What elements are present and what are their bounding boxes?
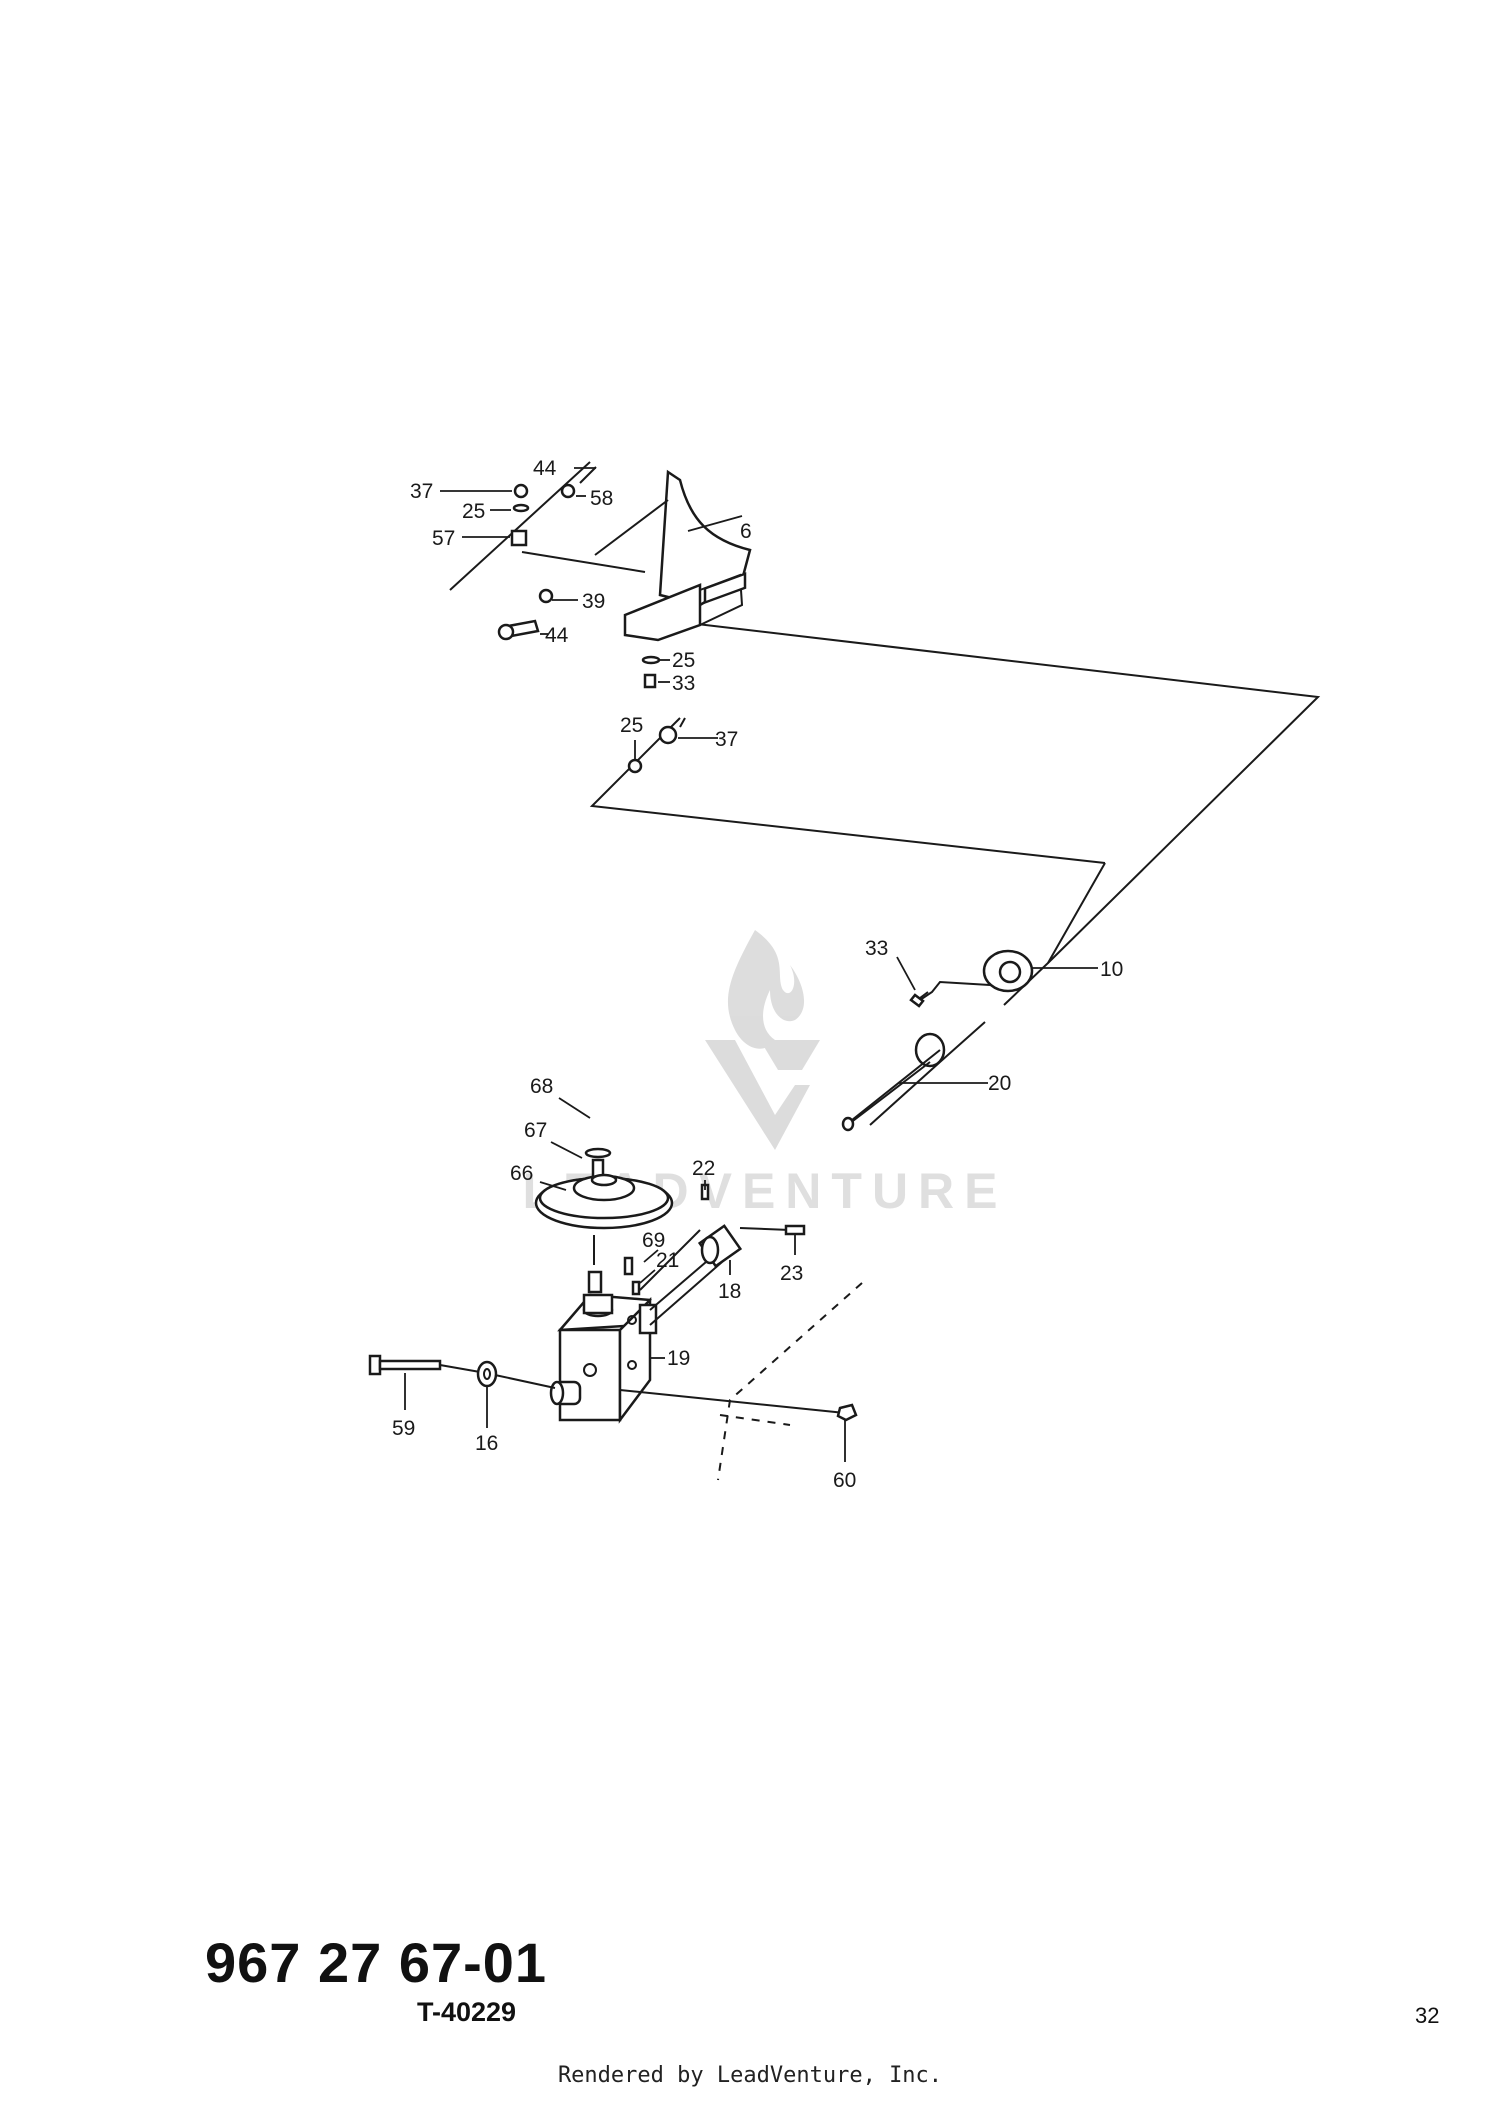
- callout-16: 16: [475, 1432, 498, 1455]
- callout-21: 21: [656, 1249, 679, 1272]
- callout-20: 20: [988, 1072, 1011, 1095]
- render-credit: Rendered by LeadVenture, Inc.: [557, 2063, 943, 2088]
- callout-68: 68: [530, 1075, 553, 1098]
- callout-37-low: 37: [715, 728, 738, 751]
- callout-33-top: 33: [672, 672, 695, 695]
- callout-19: 19: [667, 1347, 690, 1370]
- callout-39: 39: [582, 590, 605, 613]
- callout-44-top: 44: [533, 457, 557, 480]
- callout-59: 59: [392, 1417, 415, 1440]
- bolt-washer-nut: [368, 1282, 863, 1481]
- callout-22: 22: [692, 1157, 715, 1180]
- drawing-id: T-40229: [417, 1997, 517, 2027]
- rod-components: [841, 949, 1034, 1132]
- top-fasteners: [449, 461, 686, 774]
- callout-25-low: 25: [620, 714, 643, 737]
- gearbox-assembly: [534, 1147, 806, 1424]
- upper-bracket: [521, 469, 752, 642]
- callout-60: 60: [833, 1469, 856, 1492]
- callouts: 44 37 58 25 6 57 39 44 25 33 25 37 33 10…: [392, 457, 1123, 1492]
- control-rod: [589, 621, 1321, 1291]
- part-number: 967 27 67-01: [205, 1931, 548, 1994]
- page-number: 32: [1415, 2003, 1440, 2028]
- callout-58: 58: [590, 487, 613, 510]
- callout-57: 57: [432, 527, 455, 550]
- callout-44-mid: 44: [545, 624, 569, 647]
- callout-37-top: 37: [410, 480, 433, 503]
- callout-67: 67: [524, 1119, 547, 1142]
- callout-33-low: 33: [865, 937, 888, 960]
- callout-23: 23: [780, 1262, 803, 1285]
- callout-10: 10: [1100, 958, 1123, 981]
- callout-25-mid: 25: [672, 649, 695, 672]
- callout-66: 66: [510, 1162, 533, 1185]
- callout-6: 6: [740, 520, 752, 543]
- callout-69: 69: [642, 1229, 665, 1252]
- callout-25-top: 25: [462, 500, 485, 523]
- leader-lines: [404, 467, 1098, 1462]
- callout-18: 18: [718, 1280, 741, 1303]
